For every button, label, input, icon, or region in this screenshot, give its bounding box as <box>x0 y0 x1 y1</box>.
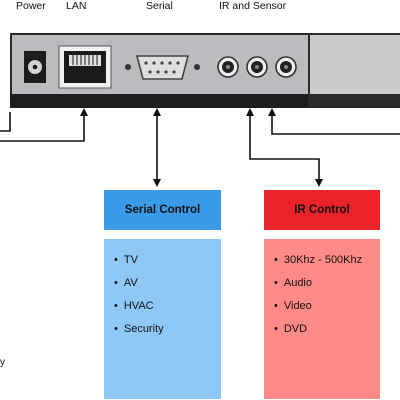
stray-text: y <box>0 357 5 368</box>
list-item: DVD <box>274 322 380 345</box>
list-item: Video <box>274 299 380 322</box>
ir-jack-1-icon <box>217 56 239 78</box>
power-jack-icon <box>24 51 46 83</box>
device-side-panel <box>308 33 400 108</box>
list-item: TV <box>114 253 221 276</box>
sensor-line <box>268 108 400 135</box>
power-label: Power <box>16 0 46 12</box>
ir-line <box>246 108 323 187</box>
list-item: Audio <box>274 276 380 299</box>
serial-control-list: TV AV HVAC Security <box>104 239 221 399</box>
ir-control-list: 30Khz - 500Khz Audio Video DVD <box>264 239 380 399</box>
ir-jack-3-icon <box>275 56 297 78</box>
list-item: Security <box>114 322 221 345</box>
lan-jack-icon <box>58 45 112 89</box>
serial-db9-icon <box>125 55 200 80</box>
ir-control-header: IR Control <box>264 190 380 230</box>
list-item: HVAC <box>114 299 221 322</box>
serial-control-header: Serial Control <box>104 190 221 230</box>
ir-control-title: IR Control <box>294 204 350 216</box>
list-item: AV <box>114 276 221 299</box>
ir-sensor-label: IR and Sensor <box>219 0 287 12</box>
lan-line <box>0 108 88 142</box>
ir-jack-2-icon <box>246 56 268 78</box>
serial-label: Serial <box>146 0 173 12</box>
list-item: 30Khz - 500Khz <box>274 253 380 276</box>
power-line <box>0 112 11 132</box>
device-panel-base <box>10 94 310 108</box>
serial-control-title: Serial Control <box>124 204 201 216</box>
lan-label: LAN <box>66 0 87 12</box>
